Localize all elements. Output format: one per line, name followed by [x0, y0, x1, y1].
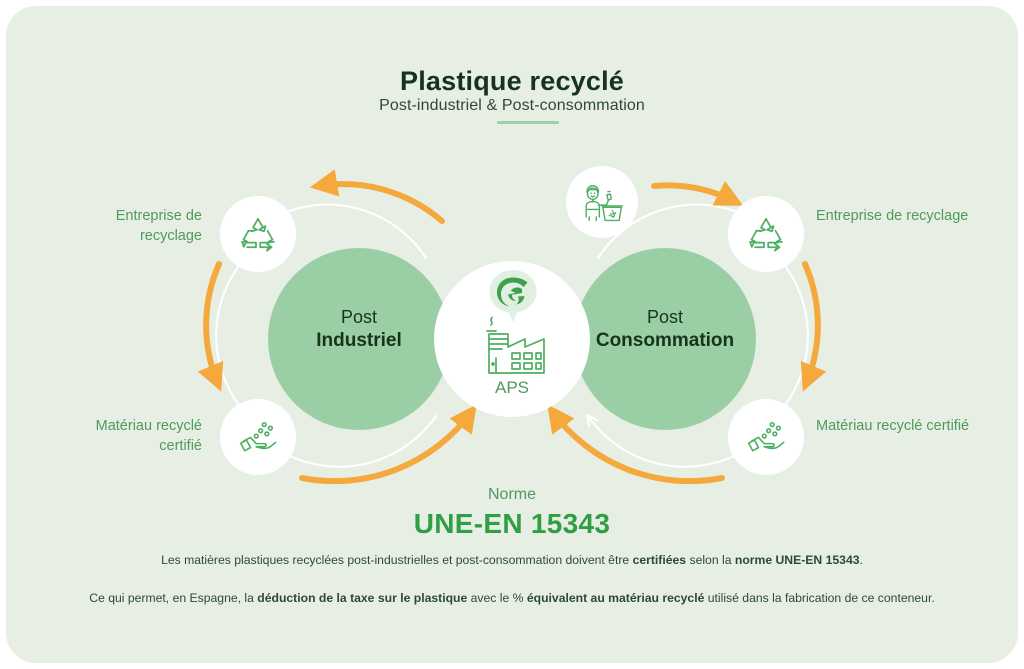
factory-icon [486, 316, 545, 374]
caption-consommation-line2: Consommation [595, 330, 735, 352]
badge-left-material[interactable] [220, 399, 296, 475]
footer-p2-b: déduction de la taxe sur le plastique [257, 591, 468, 605]
badge-left-recycler[interactable] [220, 196, 296, 272]
header-divider [497, 121, 559, 124]
infographic-card: Plastique recyclé Post-industriel & Post… [6, 6, 1018, 663]
footer-paragraph-2: Ce qui permet, en Espagne, la déduction … [6, 589, 1018, 608]
page-subtitle: Post-industriel & Post-consommation [379, 97, 645, 114]
left-inner-arc-side [215, 252, 251, 416]
aps-label: APS [494, 378, 530, 397]
footer-p2-e: utilisé dans la fabrication de ce conten… [704, 591, 935, 605]
label-left-recycler: Entreprise de recyclage [115, 208, 202, 244]
post-industriel-circle [268, 248, 450, 430]
center-node-circle [434, 261, 590, 417]
footer-p1-e: . [859, 553, 863, 567]
caption-industriel-line2: Industriel [316, 330, 402, 352]
label-left-material: Matériau recyclé certifié [95, 418, 202, 454]
badge-right-material[interactable] [728, 399, 804, 475]
page-title: Plastique recyclé [399, 66, 625, 96]
right-arrow-descend [800, 261, 827, 392]
label-right-recycler: Entreprise de recyclage [816, 208, 969, 224]
hand-with-pellets-icon [239, 421, 277, 452]
left-arrow-top [309, 169, 445, 224]
left-arrow-to-center [299, 404, 477, 485]
recycling-symbol-icon [241, 218, 275, 252]
right-inner-arc-side [773, 252, 809, 416]
left-arrow-descend [197, 261, 224, 392]
footer-p1-c: selon la [686, 553, 735, 567]
recycling-symbol-icon [749, 218, 783, 252]
footer-paragraph-1: Les matières plastiques recyclées post-i… [6, 551, 1018, 570]
badge-right-recycler[interactable] [728, 196, 804, 272]
badge-consumer[interactable] [566, 166, 638, 238]
post-consommation-circle [574, 248, 756, 430]
footer-p2-a: Ce qui permet, en Espagne, la [89, 591, 258, 605]
footer-p1-b: certifiées [632, 553, 687, 567]
caption-post-industriel: Post Industriel [279, 306, 439, 353]
pin-swirl-glyph [497, 277, 528, 307]
footer-p1-a: Les matières plastiques recyclées post-i… [161, 553, 633, 567]
caption-post-consommation: Post Consommation [580, 306, 750, 353]
caption-industriel-line1: Post [340, 307, 378, 327]
right-arrow-top [651, 180, 744, 206]
footer-p1-d: norme UNE-EN 15343 [734, 553, 860, 567]
aps-pin-logo-icon [482, 268, 544, 328]
label-right-material: Matériau recyclé certifié [816, 418, 970, 434]
recycling-flow-diagram [197, 169, 827, 485]
factory-icon-wrap [476, 311, 552, 381]
norme-label: Norme [487, 486, 536, 503]
footer-p2-d: équivalent au matériau recyclé [526, 591, 705, 605]
norme-value: UNE-EN 15343 [413, 508, 611, 539]
footer-p2-c: avec le % [467, 591, 527, 605]
hand-with-pellets-icon [747, 421, 785, 452]
right-arrow-to-center [547, 404, 725, 485]
caption-consommation-line1: Post [646, 307, 684, 327]
aps-pin-logo-svg [489, 270, 537, 322]
consumer-recycling-bin-icon [585, 185, 623, 222]
